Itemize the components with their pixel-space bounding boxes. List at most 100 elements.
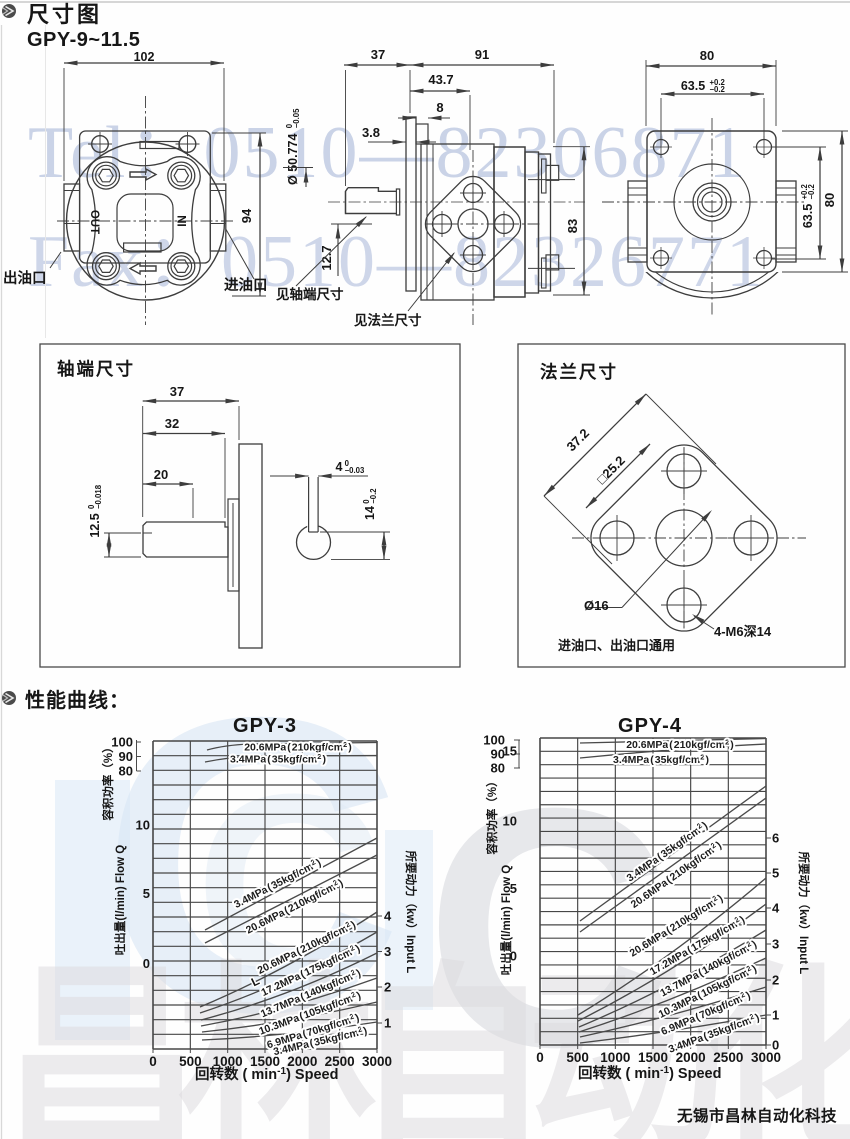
svg-text:12.5: 12.5 xyxy=(88,513,102,537)
svg-text:无锡市昌林自动化科技: 无锡市昌林自动化科技 xyxy=(676,1106,837,1125)
svg-text:6: 6 xyxy=(772,831,779,846)
svg-text:−0.03: −0.03 xyxy=(345,466,365,475)
svg-text:80: 80 xyxy=(700,48,714,63)
svg-text:63.5: 63.5 xyxy=(681,79,705,93)
svg-text:3.4MPa(35kgf/cm2): 3.4MPa(35kgf/cm2) xyxy=(230,752,326,766)
svg-text:性能曲线：: 性能曲线： xyxy=(25,688,130,712)
svg-text:4: 4 xyxy=(336,460,343,474)
svg-text:容积功率（%）: 容积功率（%） xyxy=(485,775,499,855)
svg-text:出油口: 出油口 xyxy=(3,269,47,287)
svg-text:32: 32 xyxy=(165,416,179,431)
svg-text:5: 5 xyxy=(510,881,517,896)
svg-text:0: 0 xyxy=(149,1054,157,1069)
svg-text:−0.2: −0.2 xyxy=(710,85,726,94)
svg-text:1500: 1500 xyxy=(250,1054,280,1069)
svg-text:37: 37 xyxy=(371,47,385,62)
svg-text:14: 14 xyxy=(363,506,377,520)
svg-text:−0.2: −0.2 xyxy=(369,488,378,504)
svg-text:见轴端尺寸: 见轴端尺寸 xyxy=(276,286,344,302)
svg-text:94: 94 xyxy=(239,208,254,223)
svg-text:0: 0 xyxy=(345,459,350,468)
svg-text:15: 15 xyxy=(503,744,517,759)
svg-text:Tel：0510—82306871: Tel：0510—82306871 xyxy=(28,112,747,194)
svg-text:37: 37 xyxy=(170,384,184,399)
svg-text:0: 0 xyxy=(510,949,517,964)
svg-text:C: C xyxy=(425,738,671,1118)
svg-text:4: 4 xyxy=(384,909,392,924)
svg-text:500: 500 xyxy=(179,1054,202,1069)
svg-text:回转数 ( min-1) Speed: 回转数 ( min-1) Speed xyxy=(578,1064,721,1082)
svg-text:2000: 2000 xyxy=(676,1050,706,1065)
svg-text:2: 2 xyxy=(772,973,779,988)
svg-text:1: 1 xyxy=(384,1016,391,1031)
svg-text:20: 20 xyxy=(154,467,168,482)
svg-text:进油口: 进油口 xyxy=(224,276,268,294)
svg-text:0: 0 xyxy=(285,123,294,128)
svg-text:GPY-9~11.5: GPY-9~11.5 xyxy=(27,29,140,51)
svg-text:80: 80 xyxy=(491,761,505,776)
svg-text:1000: 1000 xyxy=(213,1054,243,1069)
svg-text:3: 3 xyxy=(772,937,779,952)
svg-text:−0.05: −0.05 xyxy=(292,108,301,128)
svg-text:进油口、出油口通用: 进油口、出油口通用 xyxy=(558,638,675,653)
svg-text:轴端尺寸: 轴端尺寸 xyxy=(57,359,135,379)
svg-text:GPY-3: GPY-3 xyxy=(233,715,297,737)
svg-text:43.7: 43.7 xyxy=(428,72,453,87)
svg-text:1: 1 xyxy=(772,1008,779,1023)
svg-text:3: 3 xyxy=(384,944,391,959)
svg-text:3000: 3000 xyxy=(362,1054,392,1069)
svg-text:+0.2: +0.2 xyxy=(710,78,726,87)
svg-text:回转数 ( min-1) Speed: 回转数 ( min-1) Speed xyxy=(195,1065,338,1083)
svg-text:3.4MPa(35kgf/cm2): 3.4MPa(35kgf/cm2) xyxy=(613,753,709,767)
svg-text:90: 90 xyxy=(119,749,133,764)
svg-text:500: 500 xyxy=(566,1050,589,1065)
svg-text:0: 0 xyxy=(143,956,150,971)
svg-text:80: 80 xyxy=(119,764,133,779)
svg-text:2000: 2000 xyxy=(287,1054,317,1069)
svg-text:0: 0 xyxy=(362,499,371,504)
svg-text:3000: 3000 xyxy=(751,1050,781,1065)
svg-text:见法兰尺寸: 见法兰尺寸 xyxy=(354,312,422,328)
svg-text:90: 90 xyxy=(491,747,505,762)
svg-text:C: C xyxy=(100,631,403,1100)
svg-text:20.6MPa(210kgf/cm2): 20.6MPa(210kgf/cm2) xyxy=(626,738,734,752)
svg-text:4: 4 xyxy=(772,901,780,916)
svg-text:0: 0 xyxy=(772,1038,779,1053)
svg-text:C: C xyxy=(195,741,383,1031)
svg-text:1500: 1500 xyxy=(638,1050,668,1065)
svg-text:5: 5 xyxy=(772,866,779,881)
svg-text:Ø 50.774: Ø 50.774 xyxy=(286,133,300,184)
svg-text:4-M6深14: 4-M6深14 xyxy=(714,624,772,639)
svg-text:100: 100 xyxy=(111,735,133,750)
svg-text:10: 10 xyxy=(503,814,517,829)
svg-text:0: 0 xyxy=(87,504,96,509)
svg-text:−0.2: −0.2 xyxy=(807,183,816,199)
svg-text:吐出量(l/min) Flow Q: 吐出量(l/min) Flow Q xyxy=(113,845,127,956)
svg-text:所要动力（kw）Input L: 所要动力（kw）Input L xyxy=(404,851,418,974)
svg-text:5: 5 xyxy=(143,886,150,901)
svg-text:所要动力（kw）Input L: 所要动力（kw）Input L xyxy=(797,852,811,975)
svg-text:−0.018: −0.018 xyxy=(94,484,103,509)
svg-text:2500: 2500 xyxy=(713,1050,743,1065)
svg-text:100: 100 xyxy=(483,733,505,748)
svg-text:91: 91 xyxy=(475,47,489,62)
svg-text:20.6MPa(210kgf/cm2): 20.6MPa(210kgf/cm2) xyxy=(244,740,352,754)
svg-text:80: 80 xyxy=(822,193,837,207)
svg-text:63.5: 63.5 xyxy=(801,204,815,228)
svg-text:Ø16: Ø16 xyxy=(584,598,609,613)
svg-text:2: 2 xyxy=(384,980,391,995)
svg-text:2500: 2500 xyxy=(325,1054,355,1069)
svg-text:OUT: OUT xyxy=(88,210,100,234)
svg-text:容积功率（%）: 容积功率（%） xyxy=(101,741,115,821)
svg-text:12.7: 12.7 xyxy=(319,245,334,270)
svg-text:法兰尺寸: 法兰尺寸 xyxy=(540,362,618,382)
svg-text:3.8: 3.8 xyxy=(362,125,380,140)
svg-text:102: 102 xyxy=(134,50,155,64)
svg-text:1000: 1000 xyxy=(600,1050,630,1065)
svg-text:10: 10 xyxy=(136,818,150,833)
svg-text:83: 83 xyxy=(565,219,580,233)
svg-text:尺寸图: 尺寸图 xyxy=(27,2,102,27)
svg-text:吐出量(l/min) Flow Q: 吐出量(l/min) Flow Q xyxy=(499,865,513,976)
svg-text:GPY-4: GPY-4 xyxy=(618,715,682,737)
svg-text:0: 0 xyxy=(536,1050,544,1065)
